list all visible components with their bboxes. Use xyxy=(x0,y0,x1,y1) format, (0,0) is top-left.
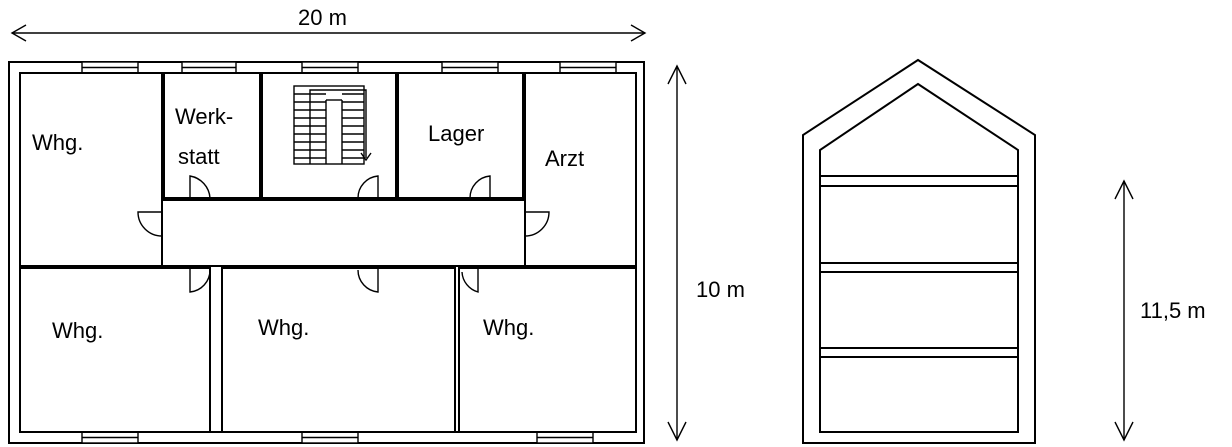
room-label-bottom-left: Whg. xyxy=(52,318,103,343)
bottom-windows xyxy=(81,431,594,444)
room-label-arzt: Arzt xyxy=(545,146,584,171)
room-stairwell xyxy=(261,72,397,199)
door-stairwell xyxy=(357,175,379,200)
room-label-bottom-right: Whg. xyxy=(483,315,534,340)
width-label: 20 m xyxy=(298,5,347,30)
room-label-werkstatt-1: Werk- xyxy=(175,104,233,129)
floor-plan: Whg. Werk- statt Lager Arzt Whg. Whg. Wh… xyxy=(8,61,645,444)
room-bottom-left xyxy=(19,267,211,433)
room-bottom-right xyxy=(458,267,637,433)
depth-arrow-top-head xyxy=(667,64,687,85)
door-bottom-left xyxy=(189,266,211,293)
height-dimension: 11,5 m xyxy=(1114,179,1206,442)
room-werkstatt xyxy=(163,72,261,199)
depth-label: 10 m xyxy=(696,277,745,302)
height-label: 11,5 m xyxy=(1140,298,1206,323)
room-top-left xyxy=(19,72,163,267)
section-inner-outline xyxy=(819,82,1019,433)
door-lager xyxy=(469,175,491,200)
depth-dimension: 10 m xyxy=(667,64,745,442)
door-bottom-middle xyxy=(357,266,379,293)
top-windows xyxy=(81,61,617,74)
room-label-top-left: Whg. xyxy=(32,130,83,155)
room-label-lager: Lager xyxy=(428,121,484,146)
room-lager xyxy=(397,72,524,199)
depth-arrow-bottom-head xyxy=(667,421,687,442)
door-bottom-right xyxy=(461,266,479,293)
width-arrow-left-head xyxy=(10,24,27,42)
door-top-left xyxy=(137,211,163,237)
room-label-werkstatt-2: statt xyxy=(178,144,220,169)
doors xyxy=(137,175,550,293)
width-arrow-right-head xyxy=(630,24,647,42)
section-outer-outline xyxy=(802,58,1036,444)
floor-slabs xyxy=(820,175,1018,358)
width-dimension: 20 m xyxy=(10,5,647,42)
door-arzt xyxy=(524,211,550,237)
corridor xyxy=(162,199,525,267)
staircase xyxy=(293,85,372,165)
room-bottom-middle xyxy=(221,267,456,433)
cross-section xyxy=(802,58,1036,444)
room-arzt xyxy=(524,72,637,267)
room-label-bottom-middle: Whg. xyxy=(258,315,309,340)
inner-wall xyxy=(19,72,637,433)
door-werkstatt xyxy=(189,175,211,200)
height-arrow-bottom-head xyxy=(1114,421,1134,442)
height-arrow-top-head xyxy=(1114,179,1134,200)
